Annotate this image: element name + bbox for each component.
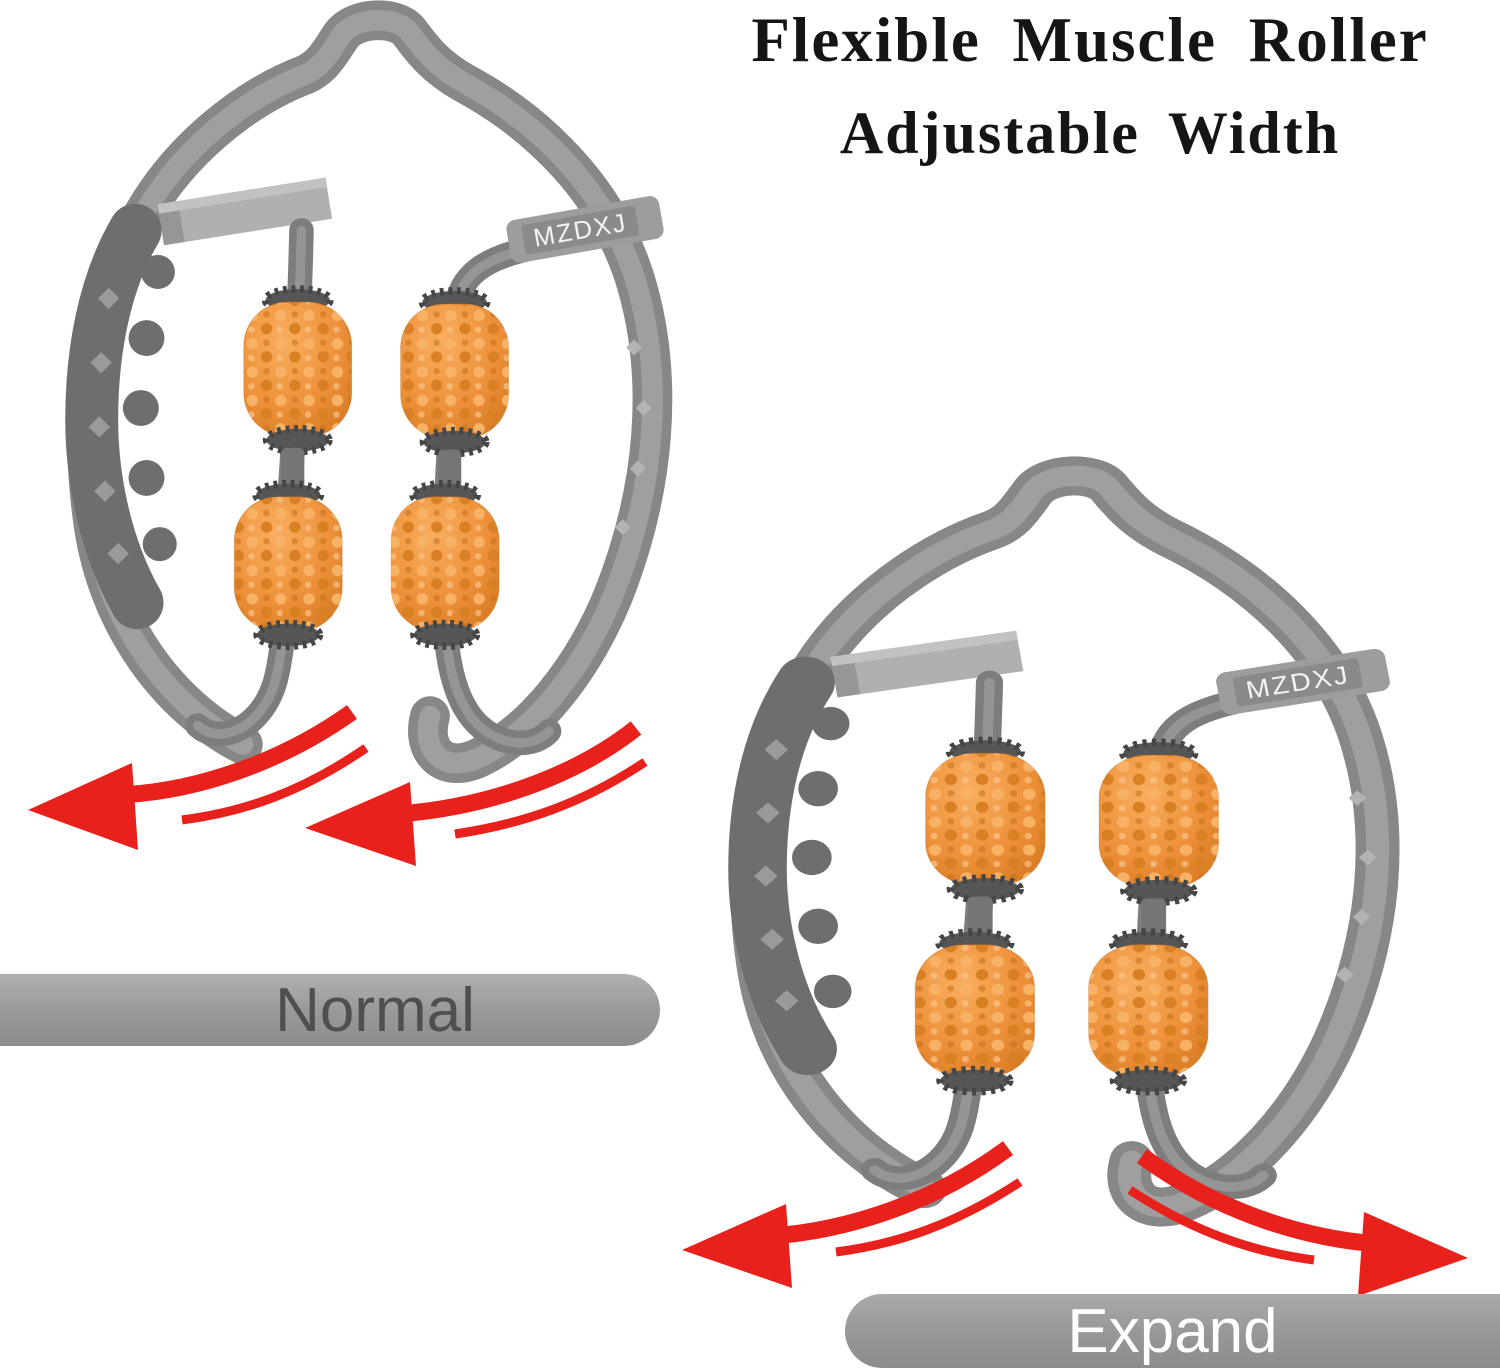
- product-normal: [87, 20, 665, 763]
- rotation-arrow-right-normal: [305, 721, 648, 866]
- banner-normal: Normal: [0, 974, 660, 1046]
- banner-expand: Expand: [845, 1294, 1500, 1368]
- rotation-arrow-left-normal: [28, 705, 369, 850]
- title-line-2: Adjustable Width: [839, 100, 1341, 166]
- product-expand: [752, 476, 1391, 1207]
- banner-expand-label: Expand: [1067, 1296, 1278, 1366]
- expand-arrow-left: [682, 1141, 1023, 1288]
- expand-arrow-right: [1127, 1149, 1468, 1296]
- banner-normal-label: Normal: [275, 975, 475, 1045]
- title-block: Flexible Muscle Roller Adjustable Width: [690, 4, 1490, 168]
- title-line-1: Flexible Muscle Roller: [751, 5, 1429, 75]
